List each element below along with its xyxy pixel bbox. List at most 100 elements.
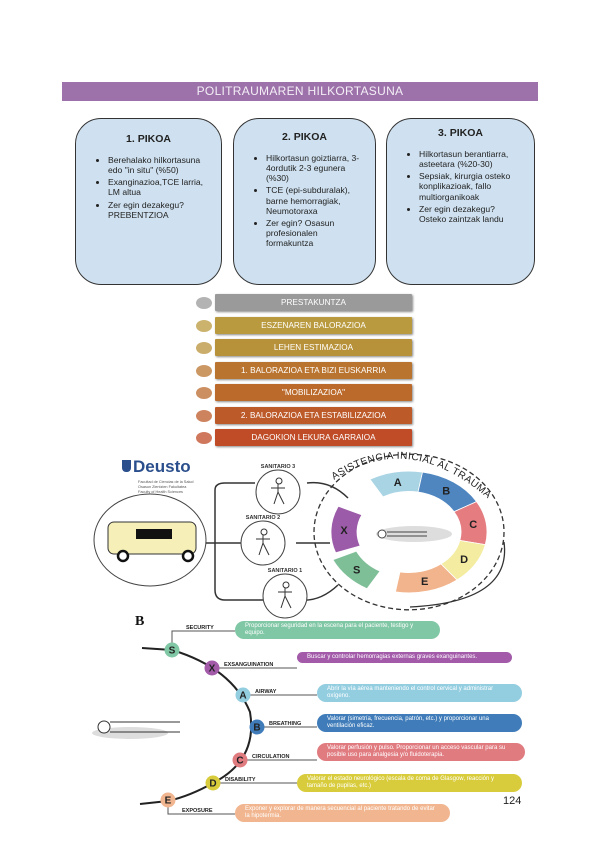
segment-letter: E	[421, 576, 428, 588]
step-name: AIRWAY	[255, 689, 277, 695]
connector	[167, 806, 235, 815]
node-letter: E	[165, 796, 172, 807]
sanitario-label: SANITARIO 3	[261, 464, 295, 470]
segment-letter: A	[394, 477, 402, 489]
node-letter: S	[169, 646, 176, 657]
step-icon	[196, 409, 212, 422]
list-item: Exanginazioa,TCE larria, LM altua	[108, 177, 211, 197]
patient-shadow	[92, 727, 168, 739]
step-name: EXSANGUINATION	[224, 662, 273, 668]
ring-segment-e	[394, 563, 458, 594]
step-icon	[196, 297, 212, 309]
node-letter: X	[209, 664, 216, 675]
peak-title: 1. PIKOA	[126, 133, 171, 145]
ring-segment-s	[332, 550, 381, 590]
person-icon	[256, 535, 270, 556]
step-bar: LEHEN ESTIMAZIOA	[215, 339, 412, 356]
segment-letter: S	[353, 564, 360, 576]
deusto-logo: Deusto	[122, 457, 191, 477]
sanitario-label: SANITARIO 2	[246, 515, 280, 521]
step-bar: PRESTAKUNTZA	[215, 294, 412, 311]
step-name: EXPOSURE	[182, 808, 213, 814]
step-name: SECURITY	[186, 625, 214, 631]
list-item: Berehalako hilkortasuna edo "in situ" (%…	[108, 155, 211, 175]
ambulance-window	[136, 529, 172, 539]
connector	[171, 630, 235, 644]
node-letter: D	[209, 779, 216, 790]
peak-box-3: 3. PIKOA Hilkortasun berantiarra, asteet…	[386, 118, 535, 285]
patient-icon	[110, 721, 180, 733]
segment-letter: D	[460, 554, 468, 566]
peak-box-2: 2. PIKOA Hilkortasun goiztiarra, 3-4ordu…	[233, 118, 376, 285]
person-icon	[271, 484, 285, 505]
patient-head-icon	[377, 529, 387, 539]
list-item: Hilkortasun berantiarra, asteetara (%20-…	[419, 149, 524, 169]
logo-text: Deusto	[133, 457, 191, 476]
step-bar: 1. BALORAZIOA ETA BIZI EUSKARRIA	[215, 361, 412, 379]
step-bar: 2. BALORAZIOA ETA ESTABILIZAZIOA	[215, 406, 412, 424]
node-b	[249, 719, 265, 735]
node-d	[205, 775, 221, 791]
logo-subtitle: Facultad de Ciencias de la Salud Osasun …	[138, 480, 194, 495]
step-icon	[196, 364, 212, 377]
wheel	[181, 549, 195, 563]
step-description: Buscar y controlar hemorragias externas …	[297, 652, 512, 663]
node-s	[164, 642, 180, 658]
page-number: 124	[503, 795, 522, 807]
connector-lines	[206, 482, 265, 601]
step-bar: "MOBILIZAZIOA"	[215, 384, 412, 401]
head-icon	[275, 477, 283, 485]
patient-shadow	[376, 526, 452, 542]
step-icon	[196, 387, 212, 399]
step-bar: DAGOKION LEKURA GARRAIOA	[215, 429, 412, 446]
step-description: Valorar (simetría, frecuencia, patrón, e…	[317, 714, 522, 732]
logo-sub-line: Faculty of Health Sciences	[138, 489, 183, 494]
step-icon	[196, 342, 212, 354]
step-description: Valorar el estado neurológico (escala de…	[297, 774, 522, 792]
step-name: DISABILITY	[225, 777, 256, 783]
head-icon	[282, 581, 290, 589]
step-description: Proporcionar seguridad en la escena para…	[235, 621, 440, 639]
sanitario-label: SANITARIO 1	[268, 568, 302, 574]
ring-segment-x	[330, 505, 363, 554]
segment-letter: B	[442, 485, 450, 497]
node-letter: C	[236, 756, 243, 767]
node-e	[160, 792, 176, 808]
step-name: BREATHING	[269, 721, 301, 727]
person-icon	[278, 588, 292, 609]
peak-box-1: 1. PIKOA Berehalako hilkortasuna edo "in…	[75, 118, 222, 285]
step-icon	[196, 319, 212, 332]
cycle-arrow	[409, 541, 506, 608]
segment-letter: C	[469, 519, 477, 531]
node-letter: B	[253, 723, 260, 734]
step-bar: ESZENAREN BALORAZIOA	[215, 316, 412, 334]
list-item: Hilkortasun goiztiarra, 3-4ordutik 2-3 e…	[266, 153, 365, 183]
figure-b-label: B	[135, 614, 144, 629]
section-title: POLITRAUMAREN HILKORTASUNA	[62, 82, 538, 101]
list-item: Sepsiak, kirurgia osteko konplikazioak, …	[419, 171, 524, 201]
step-icon	[196, 432, 212, 444]
patient-head-icon	[97, 720, 111, 734]
node-letter: A	[239, 691, 246, 702]
list-item: Zer egin? Osasun profesionalen formakunt…	[266, 218, 365, 248]
logo-sub-line: Facultad de Ciencias de la Salud	[138, 480, 194, 484]
logo-sub-line: Osasun Zientzien Fakultatea	[138, 484, 187, 489]
node-a	[235, 687, 251, 703]
step-description: Valorar perfusión y pulso. Proporcionar …	[317, 743, 525, 761]
dashed-ring	[313, 453, 505, 611]
list-item: TCE (epi-subduralak), barne hemorragiak,…	[266, 185, 365, 215]
peak-title: 3. PIKOA	[438, 127, 483, 139]
node-c	[232, 752, 248, 768]
segment-letter: X	[340, 525, 348, 537]
list-item: Zer egin dezakegu? PREBENTZIOA	[108, 200, 211, 220]
wheel	[116, 549, 130, 563]
list-item: Zer egin dezakegu? Osteko zaintzak landu	[419, 204, 524, 224]
node-x	[204, 660, 220, 676]
head-icon	[260, 528, 268, 536]
shield-icon	[122, 460, 131, 472]
patient-icon	[387, 531, 427, 537]
step-name: CIRCULATION	[252, 754, 290, 760]
step-description: Abrir la vía aérea manteniendo el contro…	[317, 684, 522, 702]
step-description: Exponer y explorar de manera secuencial …	[235, 804, 450, 822]
